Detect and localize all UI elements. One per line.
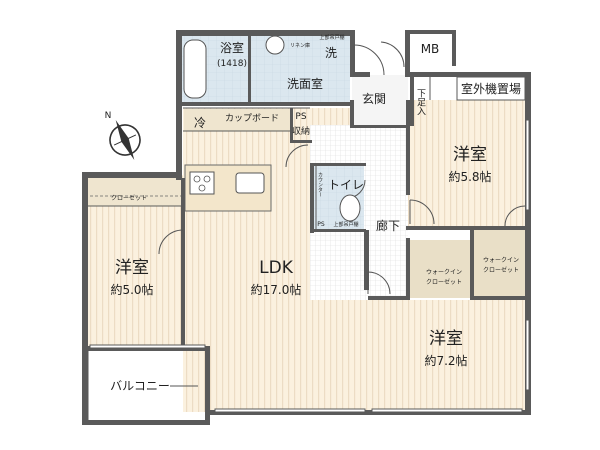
cupboard-band (184, 109, 292, 131)
mb-label: MB (421, 42, 440, 56)
entrance-name: 玄関 (362, 91, 386, 106)
linen-storage: リネン庫 (290, 42, 310, 49)
bedroom-se-name: 洋室 (429, 329, 463, 349)
sink-icon (235, 172, 265, 194)
entrance-floor (352, 75, 408, 125)
bedroom-se-size: 約7.2帖 (424, 353, 467, 368)
bedroom-w-size: 約5.0帖 (110, 282, 153, 297)
bedroom-ne-size: 約5.8帖 (448, 169, 491, 184)
closet-w-name: クローゼット (111, 194, 147, 202)
wic-2-l1: ウォークイン (483, 256, 519, 264)
wic-2-fill (474, 228, 528, 300)
bedroom-ne-name: 洋室 (453, 145, 487, 165)
toilet-bowl-icon (339, 194, 361, 222)
windows (89, 119, 530, 413)
bathtub-icon (183, 39, 207, 99)
fridge-label: 冷 (194, 116, 206, 130)
bath-size: (1418) (217, 59, 247, 69)
closet-w-band (88, 176, 183, 206)
wash-upper-storage: 上部吊戸棚 (319, 34, 344, 41)
stove-icon (189, 171, 215, 195)
ps-top-label: PS (295, 112, 306, 122)
wic-1-l1: ウォークイン (426, 268, 462, 276)
toilet-name: トイレ (328, 178, 364, 192)
toilet-ps: PS (317, 221, 325, 228)
wic-1-l2: クローゼット (426, 278, 462, 286)
outdoor-unit-name: 室外機置場 (461, 81, 521, 96)
cupboard-label: カップボード (225, 113, 279, 124)
bedroom-w-name: 洋室 (115, 258, 149, 278)
counter-label: カウンター (317, 172, 323, 197)
compass (109, 120, 141, 160)
compass-n-label: N (105, 111, 112, 121)
bath-name: 浴室 (220, 40, 244, 55)
bedroom-ne-floor (408, 100, 528, 228)
bedroom-se-floor (368, 300, 528, 412)
ldk-name: LDK (259, 258, 294, 278)
shoe-storage-name: 下足入 (415, 89, 426, 116)
interior-lines (87, 76, 526, 420)
washroom-name: 洗面室 (287, 76, 323, 91)
wic-1-fill (410, 240, 472, 298)
ldk-size: 約17.0帖 (251, 282, 302, 297)
washbasin-icon (265, 35, 285, 55)
toilet-upper-storage: 上部吊戸棚 (333, 221, 358, 228)
corridor-name: 廊下 (376, 218, 400, 233)
storage-label: 収納 (292, 125, 310, 137)
wash-mark: 洗 (325, 46, 337, 60)
balcony-name: バルコニー (110, 379, 170, 393)
wic-2-l2: クローゼット (483, 266, 519, 274)
